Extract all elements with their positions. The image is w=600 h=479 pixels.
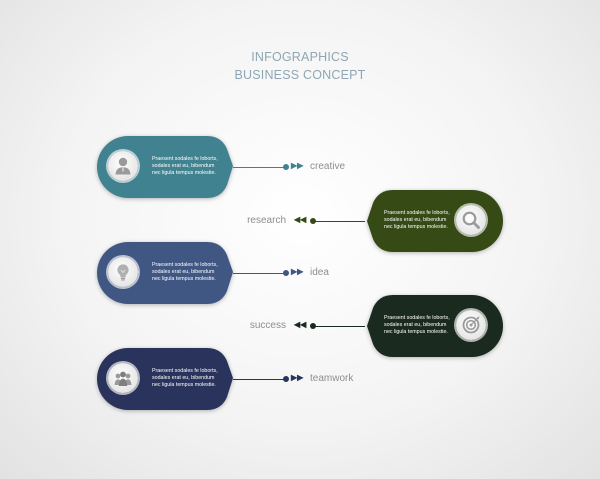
step-label: success xyxy=(249,320,286,331)
connector-dot xyxy=(310,218,316,224)
description-line: sodales erat eu, bibendum xyxy=(152,375,215,381)
double-arrow-right-icon: ▶▶ xyxy=(291,372,304,382)
connector-line xyxy=(233,166,285,168)
double-arrow-left-icon: ◀◀ xyxy=(294,214,307,224)
user-icon xyxy=(108,151,138,181)
description-line: Praesent sodales fe loborts, xyxy=(384,315,450,321)
step-description: Praesent sodales fe loborts,sodales erat… xyxy=(384,315,480,336)
step-row-creative: Praesent sodales fe loborts,sodales erat… xyxy=(0,136,600,200)
step-label: idea xyxy=(310,267,329,278)
description-line: nec ligula tempus molestie. xyxy=(384,329,448,335)
magnifier-icon xyxy=(456,205,486,235)
description-line: Praesent sodales fe loborts, xyxy=(384,210,450,216)
description-line: Praesent sodales fe loborts, xyxy=(152,262,218,268)
description-line: Praesent sodales fe loborts, xyxy=(152,368,218,374)
step-label: research xyxy=(247,215,286,226)
connector-line xyxy=(233,378,285,380)
description-line: sodales erat eu, bibendum xyxy=(152,163,215,169)
step-description: Praesent sodales fe loborts,sodales erat… xyxy=(384,210,480,231)
step-shape xyxy=(97,348,237,410)
step-row-research: Praesent sodales fe loborts,sodales erat… xyxy=(0,190,600,254)
description-line: nec ligula tempus molestie. xyxy=(152,382,216,388)
connector-dot xyxy=(310,323,316,329)
description-line: nec ligula tempus molestie. xyxy=(152,170,216,176)
connector-line xyxy=(315,325,365,327)
step-row-idea: Praesent sodales fe loborts,sodales erat… xyxy=(0,242,600,306)
step-description: Praesent sodales fe loborts,sodales erat… xyxy=(152,368,248,389)
step-description: Praesent sodales fe loborts,sodales erat… xyxy=(152,156,248,177)
connector-line xyxy=(233,272,285,274)
step-label: teamwork xyxy=(310,373,354,384)
infographic-title: INFOGRAPHICS xyxy=(251,50,349,64)
step-shape xyxy=(97,136,237,198)
double-arrow-right-icon: ▶▶ xyxy=(291,160,304,170)
step-label: creative xyxy=(310,161,346,172)
step-shape xyxy=(97,242,237,304)
double-arrow-right-icon: ▶▶ xyxy=(291,266,304,276)
connector-line xyxy=(315,220,365,222)
infographic-subtitle: BUSINESS CONCEPT xyxy=(234,68,366,82)
double-arrow-left-icon: ◀◀ xyxy=(294,319,307,329)
description-line: sodales erat eu, bibendum xyxy=(384,217,447,223)
step-row-success: Praesent sodales fe loborts,sodales erat… xyxy=(0,295,600,359)
connector-dot xyxy=(283,164,289,170)
target-icon xyxy=(456,310,486,340)
step-row-teamwork: Praesent sodales fe loborts,sodales erat… xyxy=(0,348,600,412)
step-description: Praesent sodales fe loborts,sodales erat… xyxy=(152,262,248,283)
connector-dot xyxy=(283,270,289,276)
description-line: nec ligula tempus molestie. xyxy=(384,224,448,230)
description-line: nec ligula tempus molestie. xyxy=(152,276,216,282)
description-line: sodales erat eu, bibendum xyxy=(152,269,215,275)
description-line: Praesent sodales fe loborts, xyxy=(152,156,218,162)
team-icon xyxy=(108,363,138,393)
lightbulb-icon xyxy=(108,257,138,287)
connector-dot xyxy=(283,376,289,382)
description-line: sodales erat eu, bibendum xyxy=(384,322,447,328)
